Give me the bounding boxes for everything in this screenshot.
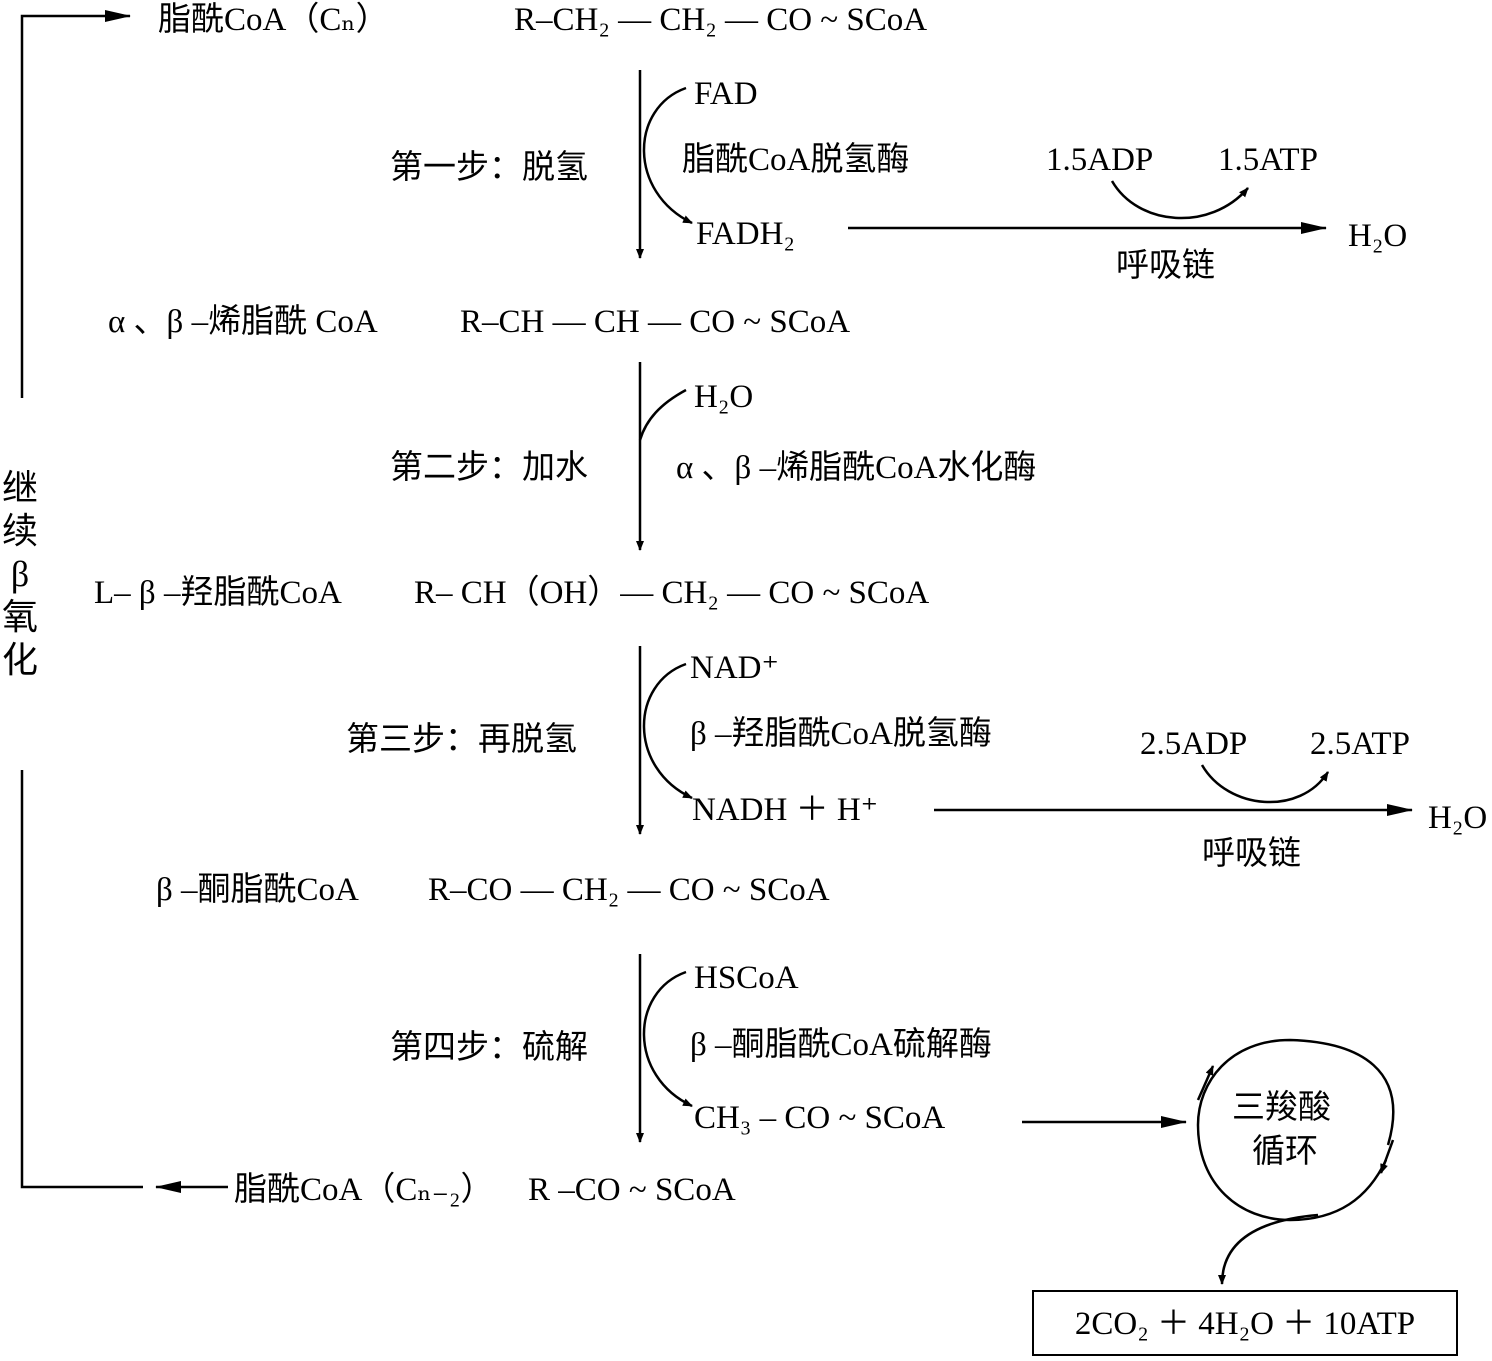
- ketoacyl-coa-formula: R–CO — CH₂ — CO ~ SCoA: [428, 872, 830, 908]
- step1-output: FADH₂: [696, 216, 795, 252]
- resp2-atp: 2.5ATP: [1310, 726, 1410, 762]
- step3-output: NADH ＋ H⁺: [692, 792, 879, 828]
- step1-label: 第一步：脱氢: [390, 150, 588, 186]
- loop-label-char: 续: [1, 511, 38, 551]
- enoyl-coa-formula: R–CH — CH — CO ~ SCoA: [460, 304, 851, 340]
- loop-label-char: 化: [1, 640, 38, 680]
- step2-label: 第二步：加水: [390, 450, 588, 486]
- tca-label-line1: 三羧酸: [1232, 1090, 1331, 1126]
- tca-cycle-arc: [1196, 1038, 1395, 1222]
- step1-input: FAD: [694, 76, 758, 112]
- atp2-curved-arrow: [1200, 764, 1330, 804]
- acyl-coa-n2-formula: R –CO ~ SCoA: [528, 1172, 736, 1208]
- step4-output: CH₃ – CO ~ SCoA: [694, 1100, 946, 1136]
- enoyl-coa-name: α 、β –烯脂酰 CoA: [108, 304, 378, 340]
- step4-input: HSCoA: [694, 960, 799, 996]
- resp2-product: H₂O: [1428, 800, 1488, 836]
- step3-curved-arrow: [642, 662, 693, 800]
- step3-enzyme: β –羟脂酰CoA脱氢酶: [690, 716, 992, 752]
- resp1-label: 呼吸链: [1116, 248, 1215, 284]
- loop-label-char: β: [10, 554, 30, 594]
- tca-arrowhead-top: [1196, 1065, 1215, 1101]
- tca-to-product-arrow: [1218, 1213, 1319, 1285]
- atp1-curved-arrow: [1110, 180, 1249, 220]
- hydroxyacyl-coa-formula: R– CH（OH）— CH₂ — CO ~ SCoA: [414, 575, 930, 611]
- step4-curved-arrow: [642, 970, 693, 1108]
- ketoacyl-coa-name: β –酮脂酰CoA: [156, 872, 359, 908]
- step1-enzyme: 脂酰CoA脱氢酶: [682, 142, 910, 178]
- acyl-coa-n2-name: 脂酰CoA（Cₙ₋₂）: [234, 1172, 494, 1208]
- step3-label: 第三步：再脱氢: [346, 722, 577, 758]
- hydroxyacyl-coa-name: L– β –羟脂酰CoA: [94, 575, 342, 611]
- loop-line-bottom: [20, 770, 143, 1189]
- final-product-box: [1032, 1290, 1458, 1356]
- tca-label-line2: 循环: [1252, 1134, 1318, 1170]
- resp1-product: H₂O: [1348, 218, 1408, 254]
- loop-line-top: [20, 10, 131, 398]
- step2-enzyme: α 、β –烯脂酰CoA水化酶: [676, 450, 1037, 486]
- final-product: 2CO₂ ＋ 4H₂O ＋ 10ATP: [1074, 1306, 1416, 1342]
- resp1-atp: 1.5ATP: [1218, 142, 1318, 178]
- tca-arrowhead-right: [1379, 1139, 1395, 1174]
- step3-input: NAD⁺: [690, 650, 779, 686]
- resp1-adp: 1.5ADP: [1046, 142, 1154, 178]
- resp2-label: 呼吸链: [1202, 836, 1301, 872]
- step1-curved-arrow: [642, 86, 693, 225]
- loop-label-char: 氧: [1, 597, 38, 637]
- step2-input: H₂O: [694, 379, 754, 415]
- acyl-coa-n-formula: R–CH₂ — CH₂ — CO ~ SCoA: [514, 2, 928, 38]
- acyl-coa-n-name: 脂酰CoA（Cₙ）: [158, 2, 389, 38]
- loop-label-char: 继: [1, 468, 38, 508]
- step2-curved-line: [638, 388, 687, 441]
- step4-enzyme: β –酮脂酰CoA硫解酶: [690, 1027, 992, 1063]
- step4-label: 第四步：硫解: [390, 1030, 588, 1066]
- resp2-adp: 2.5ADP: [1140, 726, 1248, 762]
